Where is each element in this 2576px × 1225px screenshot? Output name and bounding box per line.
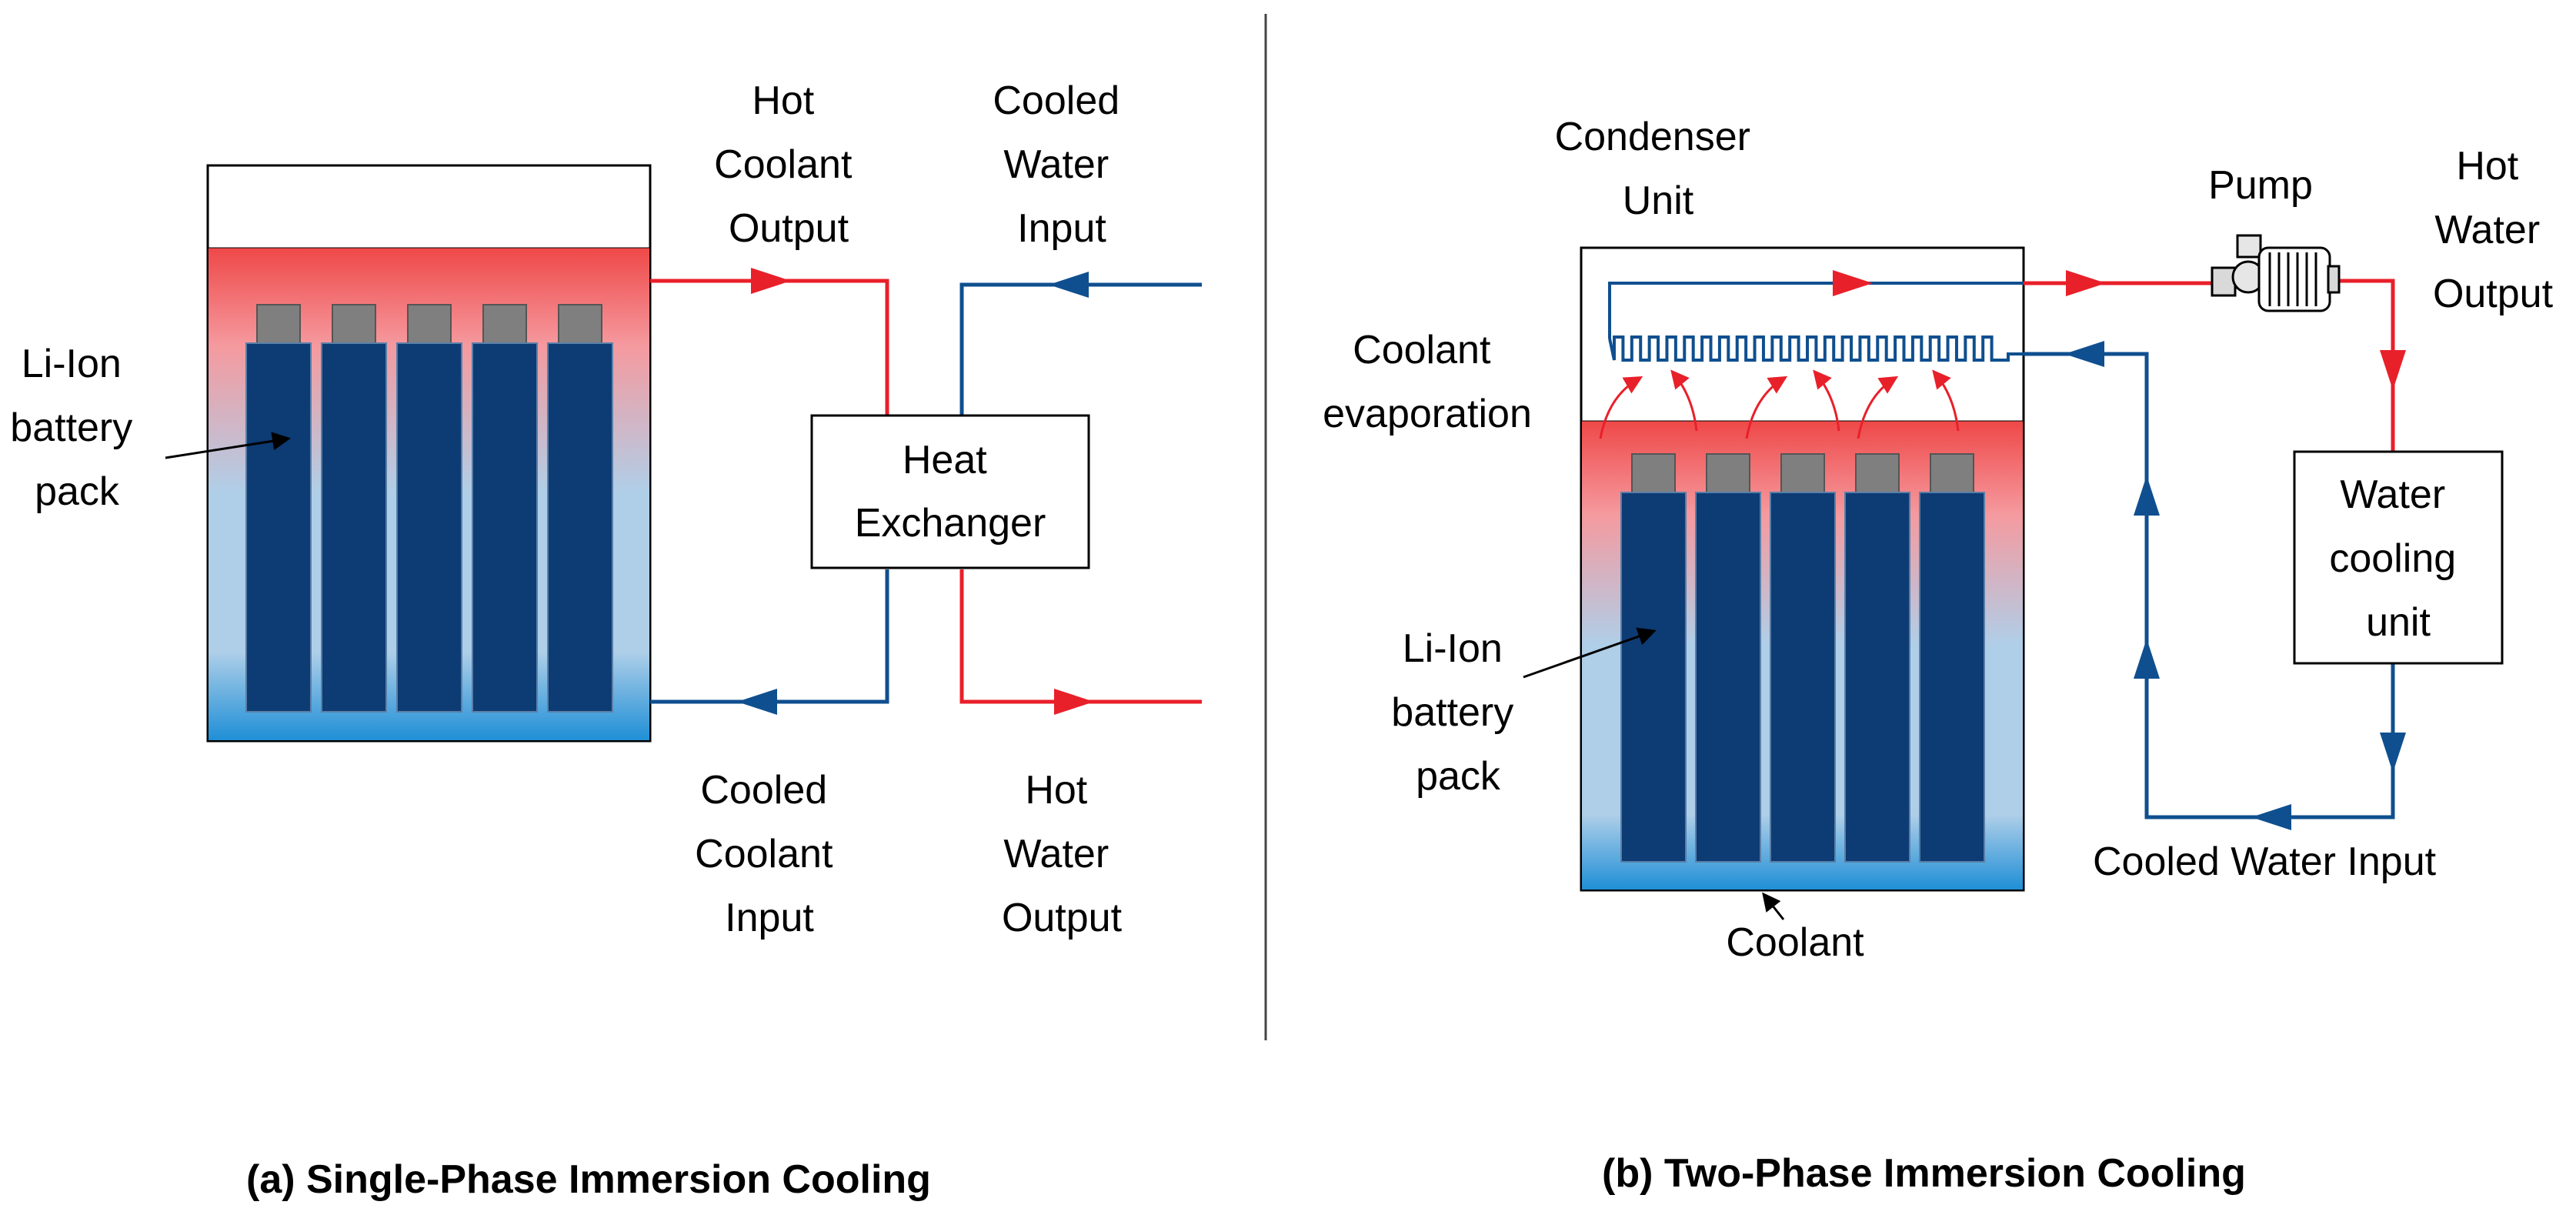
arrow-cold-1 — [2380, 733, 2406, 773]
svg-text:Condenser Unit: Condenser Unit — [1555, 115, 1762, 223]
battery-cell — [1695, 492, 1761, 863]
cooled-water-pipe — [959, 282, 1202, 416]
svg-text:Hot Water Output: Hot Water Output — [2433, 144, 2554, 316]
battery-cells-a — [245, 304, 613, 713]
cooled-coolant-input-label: Cooled — [700, 768, 827, 813]
svg-text:Hot Water Output: Hot Water Output — [1002, 768, 1123, 940]
caption-b: (b) Two-Phase Immersion Cooling — [1602, 1151, 2246, 1196]
hot-coolant-output-label: Hot — [752, 78, 814, 123]
water-cooling-unit-label: Water — [2340, 472, 2445, 517]
arrow-hot-3 — [2380, 350, 2406, 390]
cooled-water-input-label: Cooled — [993, 78, 1119, 123]
cooled-water-input-label: Water — [1003, 142, 1109, 187]
evaporation-arrows — [1599, 369, 1960, 439]
battery-cell — [1919, 492, 1985, 863]
caption-a: (a) Single-Phase Immersion Cooling — [246, 1157, 931, 1202]
water-cooling-unit-label: cooling — [2329, 536, 2456, 581]
arrow-hot-2 — [2066, 270, 2106, 296]
battery-pack-label-b: battery — [1391, 690, 1513, 735]
svg-text:Cooled Water Input: Cooled Water Input — [993, 78, 1130, 251]
heat-exchanger-label: Exchanger — [855, 501, 1046, 546]
hot-water-output-label-a: Output — [1002, 896, 1123, 940]
hot-water-output-label-b: Water — [2434, 208, 2540, 252]
battery-cell — [472, 342, 538, 713]
hot-coolant-output-label: Coolant — [714, 142, 853, 187]
condenser-coil — [1608, 335, 2024, 362]
battery-terminal — [1855, 453, 1900, 493]
battery-pack-label: Li-Ion — [22, 342, 122, 386]
arrow-cooled-coolant — [737, 689, 777, 715]
battery-terminal — [1930, 453, 1974, 493]
hot-coolant-pipe — [650, 279, 889, 416]
arrow-hot-coolant — [751, 268, 791, 294]
condenser-unit-label: Unit — [1623, 179, 1694, 223]
panel-b: Water cooling unit Condenser Unit Pump H… — [1323, 115, 2553, 1196]
cooled-coolant-input-label: Input — [725, 896, 814, 940]
svg-text:Li-Ion battery pac: Li-Ion battery pack — [1391, 626, 1524, 799]
water-cooling-unit-box — [2293, 450, 2504, 665]
cooled-coolant-pipe — [650, 569, 889, 704]
condenser-unit-label: Condenser — [1555, 115, 1750, 159]
hot-water-output-label-a: Hot — [1025, 768, 1087, 813]
svg-text:Water cooling unit: Water cooling unit — [2329, 472, 2467, 645]
battery-cell — [547, 342, 613, 713]
svg-text:Heat Exchanger: Heat Exchanger — [855, 438, 1046, 546]
coolant-evaporation-label: Coolant — [1353, 328, 1491, 372]
battery-cells-b — [1620, 453, 1985, 863]
arrow-cold-4 — [2134, 476, 2160, 516]
battery-cell — [1770, 492, 1836, 863]
coolant-evaporation-label: evaporation — [1323, 392, 1532, 436]
battery-pack-label: pack — [35, 469, 120, 514]
heat-exchanger-box — [810, 414, 1090, 569]
battery-terminal — [332, 304, 376, 344]
hot-water-output-label-a: Water — [1003, 832, 1109, 876]
battery-terminal — [407, 304, 452, 344]
panel-a: Heat Exchanger Hot Coolant Output Cooled… — [10, 78, 1202, 1202]
hot-water-pipe — [959, 569, 1202, 704]
heat-exchanger-label: Heat — [903, 438, 987, 482]
hot-water-line-to-cooler — [2339, 279, 2395, 452]
water-cooling-unit-label: unit — [2366, 600, 2431, 645]
arrow-cold-5 — [2064, 341, 2104, 367]
arrow-hot-water — [1054, 689, 1094, 715]
battery-cell — [1620, 492, 1687, 863]
pump-label: Pump — [2208, 163, 2313, 208]
battery-cell — [321, 342, 387, 713]
battery-pointer-a — [165, 432, 291, 459]
battery-cell — [1844, 492, 1910, 863]
pipes-a — [650, 279, 1202, 704]
svg-text:Hot Coolant Output: Hot Coolant Output — [714, 78, 863, 251]
arrow-cold-3 — [2134, 639, 2160, 679]
battery-cell — [245, 342, 312, 713]
svg-text:Cooled Coolant Inp: Cooled Coolant Input — [695, 768, 844, 940]
battery-terminal — [1780, 453, 1825, 493]
svg-text:Li-Ion battery pac: Li-Ion battery pack — [10, 342, 143, 514]
battery-terminal — [1706, 453, 1750, 493]
battery-terminal — [1631, 453, 1676, 493]
battery-pointer-b — [1523, 627, 1657, 679]
hot-water-output-label-b: Output — [2433, 272, 2554, 316]
battery-pack-label-b: Li-Ion — [1403, 626, 1503, 671]
condenser-outlet — [1608, 282, 2024, 339]
hot-coolant-output-label: Output — [729, 206, 849, 251]
svg-text:Coolant evaporation: Coolant evaporation — [1323, 328, 1532, 436]
cooled-coolant-input-label: Coolant — [695, 832, 833, 876]
battery-terminal — [482, 304, 527, 344]
battery-terminal — [256, 304, 301, 344]
battery-pack-label-b: pack — [1416, 754, 1501, 799]
arrow-cold-2 — [2251, 804, 2291, 830]
arrow-hot-1 — [1833, 270, 1873, 296]
pump-icon — [2211, 234, 2341, 312]
coolant-label: Coolant — [1726, 920, 1864, 965]
cooled-water-input-label: Input — [1017, 206, 1106, 251]
coolant-pointer — [1762, 892, 1785, 920]
battery-cell — [396, 342, 462, 713]
arrow-cooled-water — [1049, 272, 1089, 298]
hot-water-output-label-b: Hot — [2456, 144, 2518, 189]
battery-pack-label: battery — [10, 406, 132, 450]
cooled-water-input-label-b: Cooled Water Input — [2093, 839, 2437, 884]
battery-terminal — [558, 304, 602, 344]
